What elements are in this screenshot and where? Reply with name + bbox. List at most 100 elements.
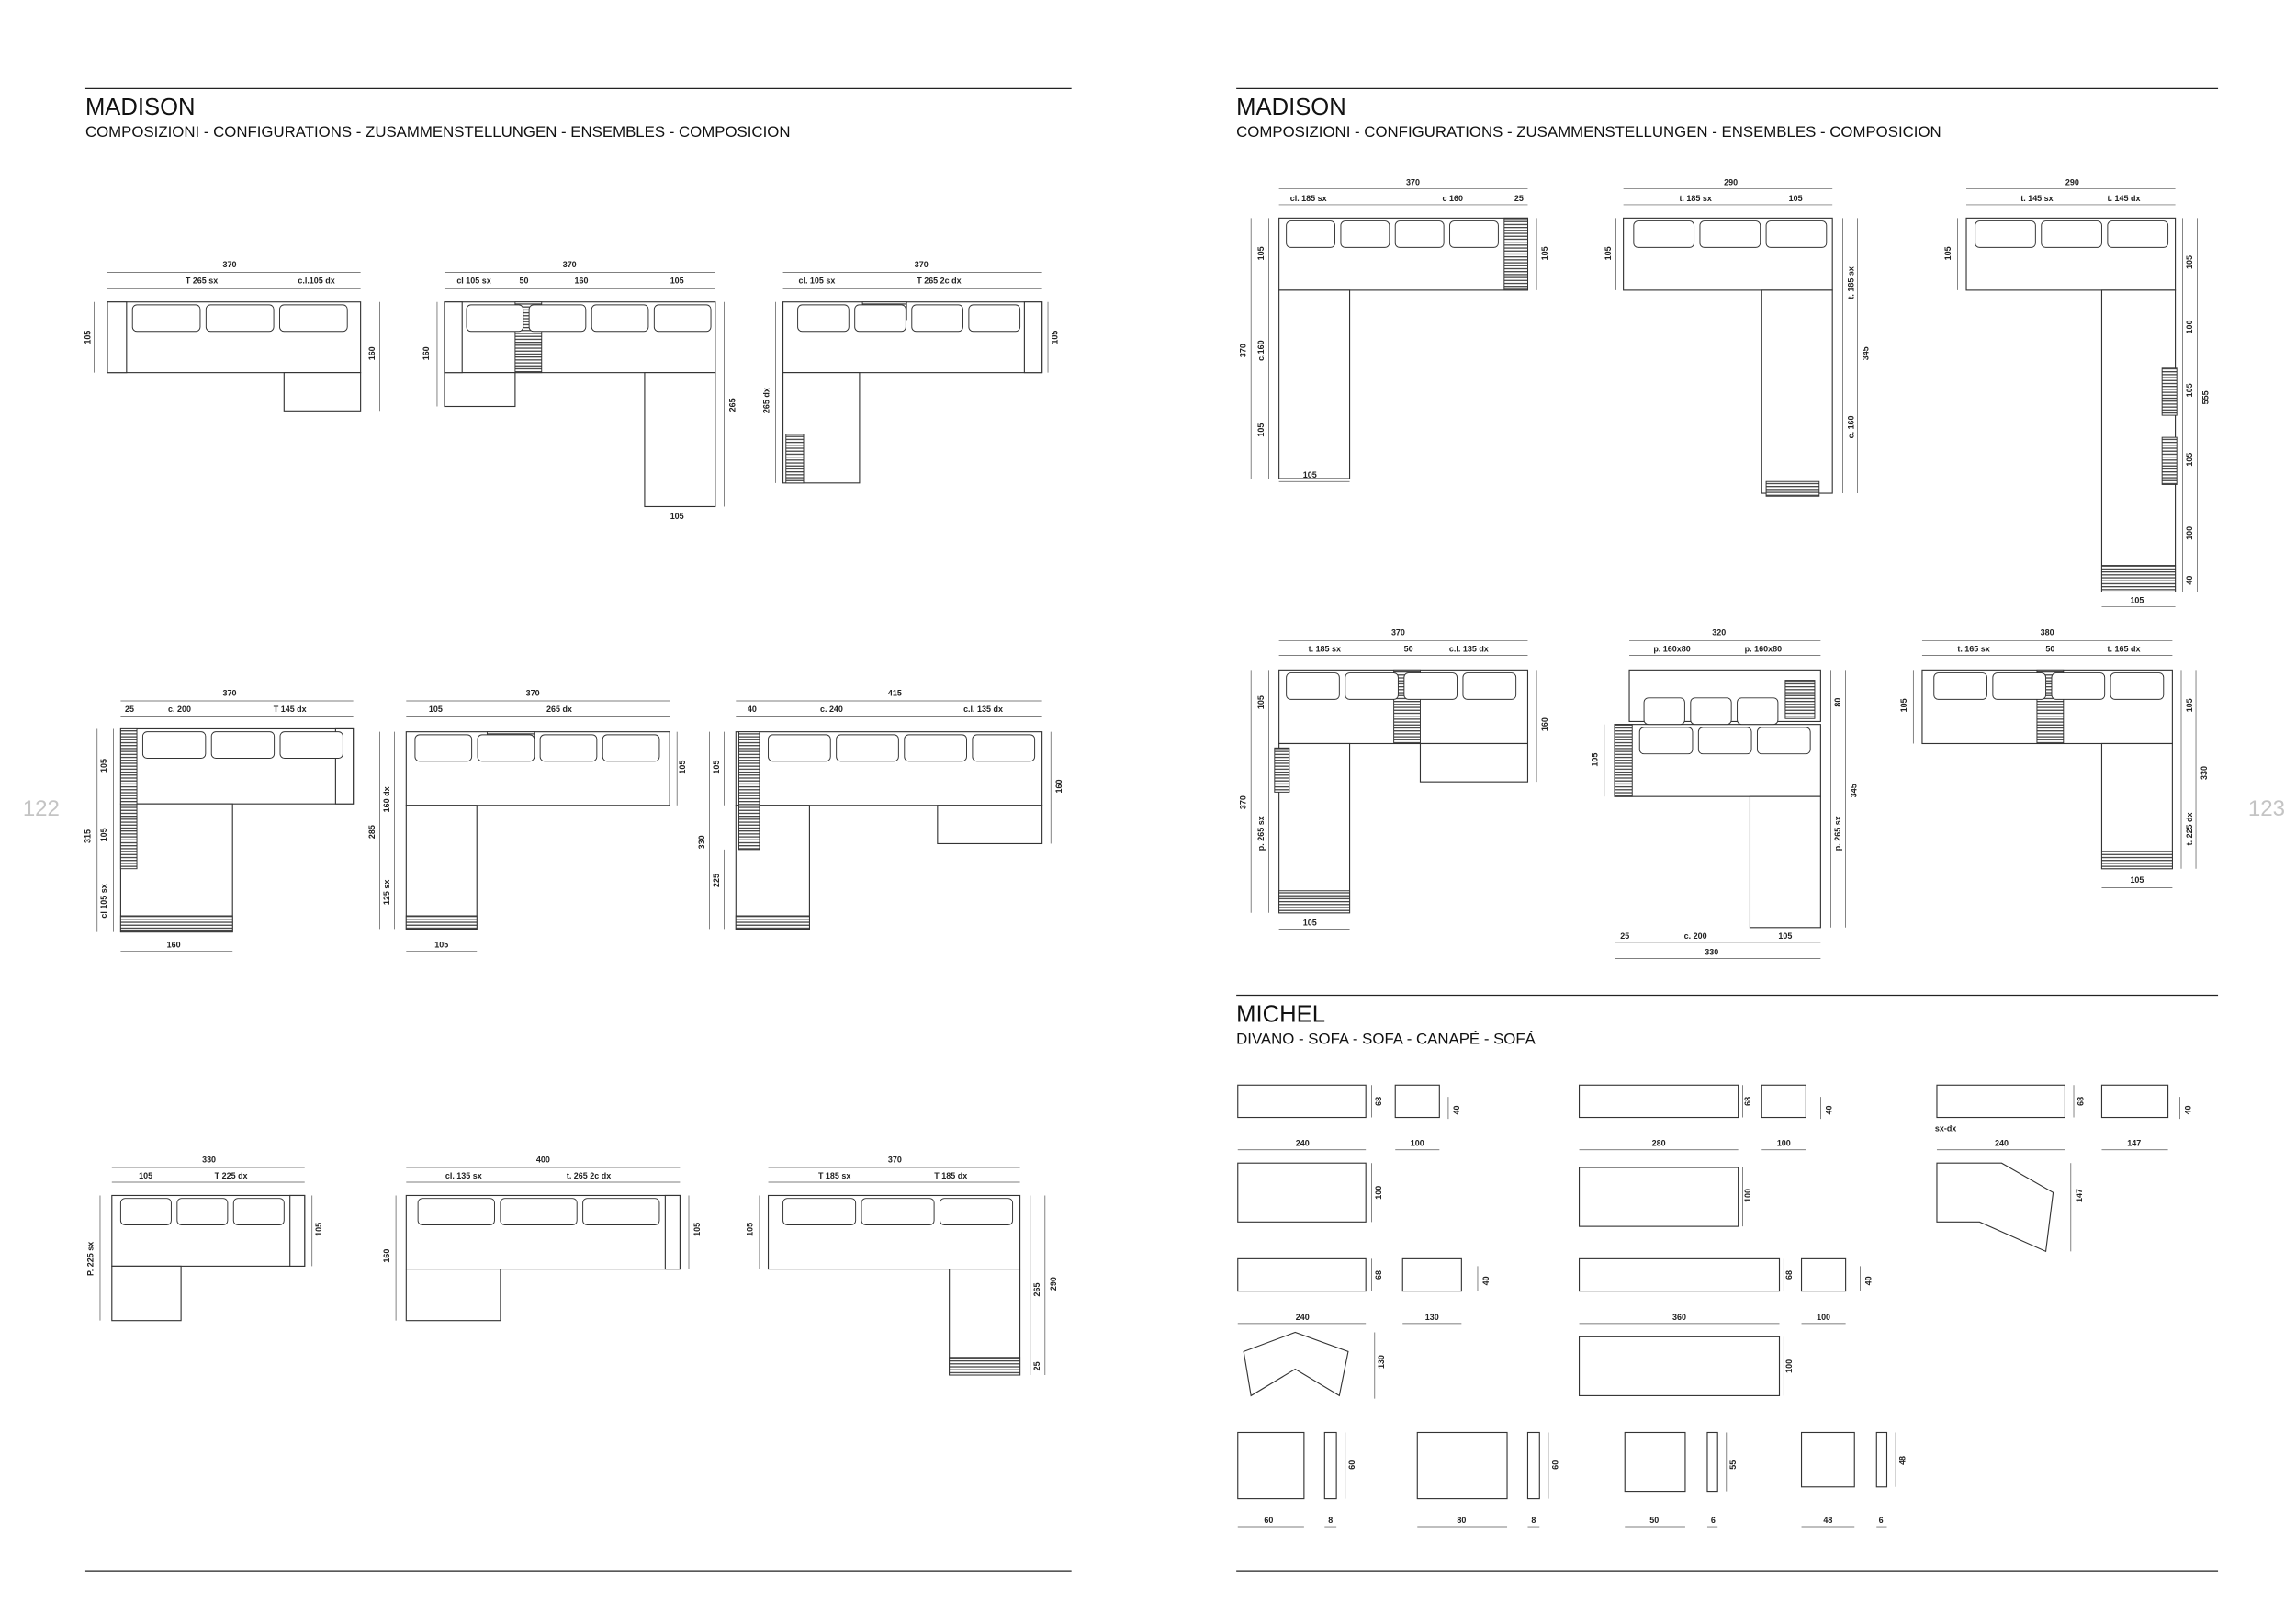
back-cushion — [1462, 672, 1517, 700]
dimension-label: 50 — [1404, 644, 1413, 653]
dimension-label: t. 185 sx — [1679, 194, 1711, 203]
dimension-label: 25 — [1514, 194, 1524, 203]
back-cushion — [1697, 727, 1752, 755]
dimension-label: 105 — [1943, 246, 1953, 260]
michel-title: MICHEL — [1236, 1001, 1325, 1027]
dimension-label: c. 240 — [820, 705, 843, 714]
back-cushion — [1699, 220, 1761, 248]
back-cushion — [1633, 220, 1695, 248]
dimension-label: 105 — [712, 761, 721, 774]
dimension-label: 105 — [2185, 453, 2194, 467]
dimension-label: 330 — [1705, 947, 1718, 956]
striped-table-module — [738, 731, 760, 851]
dimension-label: 105 — [84, 331, 93, 344]
dimension-label: c.l.105 dx — [298, 276, 334, 286]
dimension-label: 105 — [429, 705, 443, 714]
sofa-module — [283, 372, 362, 412]
dimension-label: 105 — [1303, 470, 1317, 479]
striped-table-module — [1278, 890, 1351, 914]
dimension-label: 105 — [670, 512, 684, 521]
dimension-label: 130 — [1377, 1355, 1386, 1369]
back-cushion — [972, 734, 1036, 762]
back-cushion — [210, 731, 276, 759]
dimension-label: 6 — [1879, 1516, 1884, 1525]
dimension-label: c. 200 — [168, 705, 191, 714]
sofa-module — [1761, 289, 1833, 494]
dimension-label: 160 — [1054, 779, 1064, 793]
sofa-module — [119, 803, 233, 933]
dimension-label: c.160 — [1256, 340, 1266, 360]
dimension-label: 105 — [678, 761, 687, 774]
left-page-title: MADISON — [85, 95, 196, 120]
dimension-label: 290 — [1724, 177, 1738, 186]
back-cushion — [477, 734, 535, 762]
striped-table-module — [2100, 850, 2173, 870]
dimension-label: 225 — [712, 874, 721, 887]
sofa-module — [1323, 1431, 1337, 1500]
dimension-label: 160 — [1540, 717, 1549, 731]
back-cushion — [1286, 220, 1336, 248]
dimension-label: c.l. 135 dx — [1449, 644, 1489, 653]
dimension-label: 315 — [84, 829, 93, 843]
dimension-label: p. 265 sx — [1833, 816, 1842, 851]
dimension-label: 160 — [382, 1249, 391, 1263]
dimension-label: t. 185 sx — [1846, 266, 1855, 299]
back-cushion — [279, 731, 343, 759]
dimension-label: 50 — [2045, 644, 2054, 653]
back-cushion — [176, 1198, 229, 1226]
dimension-label: 105 — [1591, 753, 1600, 767]
dimension-label: 370 — [223, 688, 237, 697]
back-cushion — [582, 1198, 660, 1226]
sofa-module — [2100, 1084, 2169, 1119]
back-cushion — [1449, 220, 1499, 248]
sofa-module — [1237, 1084, 1367, 1119]
dimension-label: 105 — [1303, 918, 1317, 927]
dimension-label: 105 — [1540, 246, 1549, 260]
dimension-label: 25 — [1620, 931, 1629, 941]
dimension-label: t. 145 sx — [2020, 194, 2053, 203]
back-cushion — [414, 734, 473, 762]
back-cushion — [141, 731, 207, 759]
striped-table-module — [119, 727, 138, 870]
dimension-label: 100 — [2185, 320, 2194, 333]
dimension-label: 240 — [1296, 1313, 1310, 1322]
back-cushion — [904, 734, 967, 762]
dimension-label: 105 — [2185, 698, 2194, 712]
dimension-label: 50 — [520, 276, 529, 286]
back-cushion — [2107, 220, 2169, 248]
dimension-label: 370 — [915, 260, 929, 269]
dimension-label: 60 — [1347, 1460, 1356, 1470]
dimension-label: 48 — [1897, 1456, 1907, 1465]
sofa-module — [1578, 1257, 1781, 1292]
dimension-label: cl. 185 sx — [1290, 194, 1327, 203]
sofa-module — [1237, 1162, 1367, 1223]
dimension-label: 360 — [1672, 1313, 1686, 1322]
dimension-label: 265 dx — [546, 705, 572, 714]
dimension-label: 147 — [2127, 1139, 2141, 1148]
angled-sofa-module — [1243, 1331, 1349, 1397]
sofa-module — [1800, 1257, 1847, 1292]
sofa-module — [1800, 1431, 1855, 1488]
dimension-label: 100 — [1784, 1359, 1794, 1373]
back-cushion — [466, 304, 524, 333]
dimension-label: t. 165 dx — [2108, 644, 2141, 653]
sofa-module — [1749, 795, 1821, 929]
dimension-label: 147 — [2075, 1189, 2084, 1202]
dimension-label: 105 — [2130, 595, 2144, 604]
dimension-label: P. 225 sx — [86, 1242, 96, 1276]
dimension-label: c.l. 135 dx — [963, 705, 1003, 714]
dimension-label: 105 — [2130, 875, 2144, 885]
dimension-label: 50 — [1649, 1516, 1659, 1525]
sofa-module — [1237, 1431, 1305, 1500]
striped-table-module — [735, 915, 810, 930]
dimension-label: 60 — [1550, 1460, 1559, 1470]
dimension-label: 105 — [434, 940, 448, 949]
dimension-label: 105 — [1789, 194, 1803, 203]
sofa-module — [1624, 1431, 1686, 1493]
back-cushion — [2051, 672, 2106, 700]
back-cushion — [782, 1198, 857, 1226]
dimension-label: 265 — [727, 398, 737, 412]
striped-table-module — [1614, 724, 1633, 797]
dimension-label: T 265 2c dx — [917, 276, 961, 286]
